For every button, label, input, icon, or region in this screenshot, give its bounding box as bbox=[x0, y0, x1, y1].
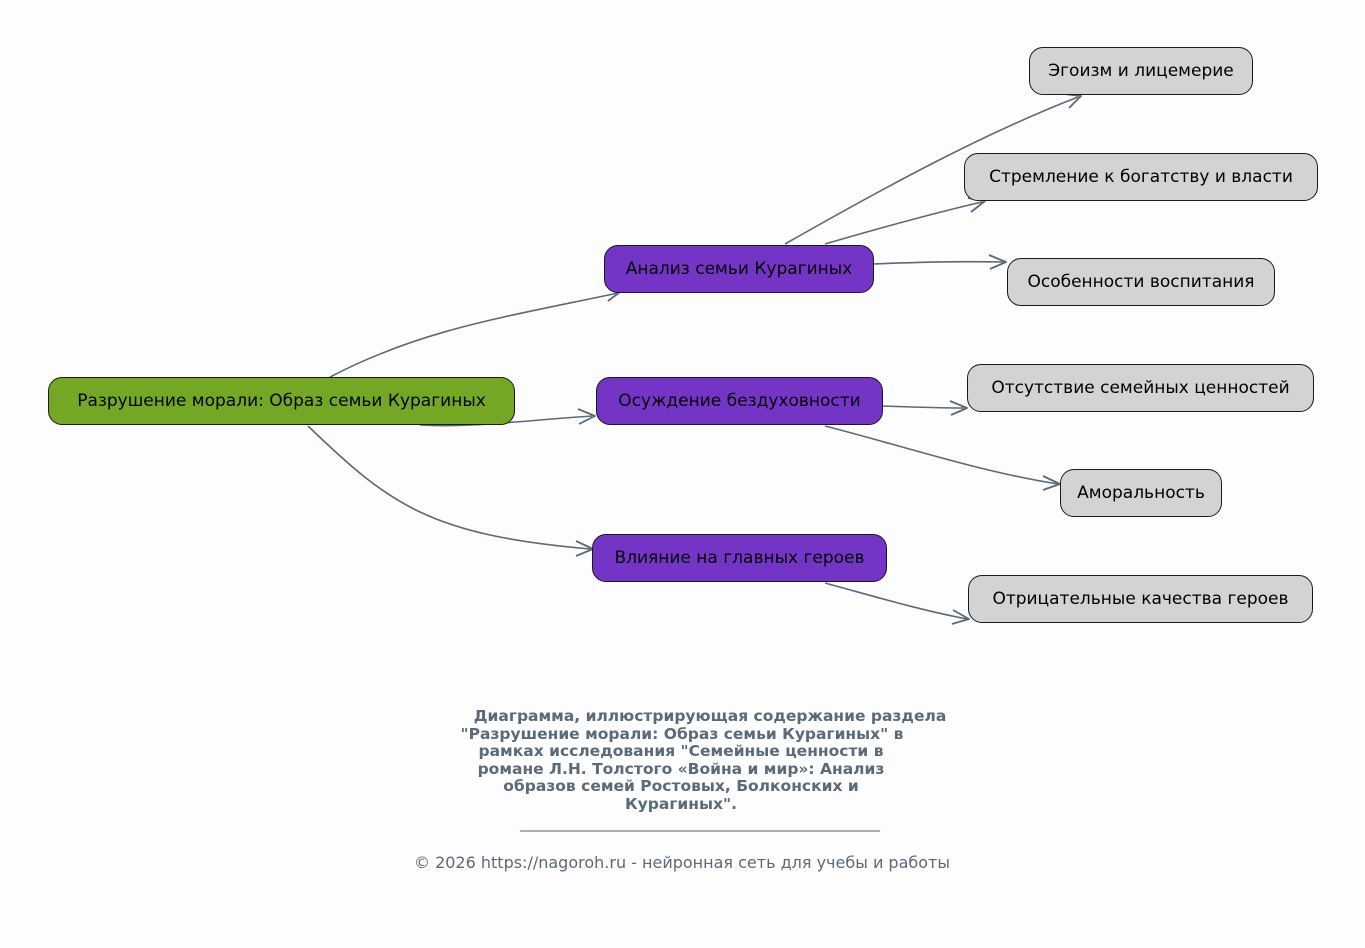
leaf-node-amorality[interactable]: Аморальность bbox=[1060, 469, 1222, 517]
edge-analysis-to-upbringing bbox=[872, 260, 1005, 265]
leaf-node-upbringing[interactable]: Особенности воспитания bbox=[1007, 258, 1275, 306]
leaf-node-label: Аморальность bbox=[1077, 483, 1205, 503]
leaf-node-negative-traits[interactable]: Отрицательные качества героев bbox=[968, 575, 1313, 623]
caption-divider: ________________________________________… bbox=[400, 814, 1000, 832]
caption-line: Диаграмма, иллюстрирующая содержание раз… bbox=[473, 707, 947, 725]
branch-node-influence[interactable]: Влияние на главных героев bbox=[592, 534, 887, 582]
branch-node-label: Анализ семьи Курагиных bbox=[625, 259, 853, 279]
arrowhead-negative bbox=[951, 609, 970, 625]
caption-line: романе Л.Н. Толстого «Война и мир»: Анал… bbox=[477, 759, 885, 778]
edge-analysis-to-wealth bbox=[824, 201, 983, 245]
leaf-node-egoism[interactable]: Эгоизм и лицемерие bbox=[1029, 47, 1253, 95]
footer-credit: © 2026 https://nagoroh.ru - нейронная се… bbox=[0, 853, 1365, 872]
edge-condemnation-to-amorality bbox=[824, 425, 1059, 485]
branch-node-label: Влияние на главных героев bbox=[614, 548, 865, 568]
edge-influence-to-negative bbox=[824, 582, 968, 620]
caption-line: образов семей Ростовых, Болконских и bbox=[503, 777, 859, 795]
leaf-node-label: Отсутствие семейных ценностей bbox=[991, 378, 1290, 398]
edge-root-to-analysis bbox=[329, 292, 619, 378]
caption-line: рамках исследования "Семейные ценности в bbox=[478, 742, 884, 760]
edge-root-to-influence bbox=[307, 425, 591, 550]
leaf-node-label: Эгоизм и лицемерие bbox=[1048, 61, 1234, 81]
footer-text: © 2026 https://nagoroh.ru - нейронная се… bbox=[413, 853, 950, 872]
diagram-caption: Диаграмма, иллюстрирующая содержание раз… bbox=[380, 707, 1020, 813]
leaf-node-wealth[interactable]: Стремление к богатству и власти bbox=[964, 153, 1318, 201]
edge-condemnation-to-values bbox=[881, 405, 965, 409]
branch-node-condemnation[interactable]: Осуждение бездуховности bbox=[596, 377, 883, 425]
caption-line: "Разрушение морали: Образ семьи Курагины… bbox=[460, 724, 904, 743]
leaf-node-family-values[interactable]: Отсутствие семейных ценностей bbox=[967, 364, 1314, 412]
root-node-label: Разрушение морали: Образ семьи Курагиных bbox=[77, 391, 486, 411]
leaf-node-label: Стремление к богатству и власти bbox=[989, 167, 1293, 187]
arrowhead-condemnation bbox=[577, 408, 596, 425]
leaf-node-label: Отрицательные качества героев bbox=[992, 589, 1289, 609]
branch-node-label: Осуждение бездуховности bbox=[618, 391, 861, 411]
caption-line: Курагиных". bbox=[625, 794, 737, 813]
leaf-node-label: Особенности воспитания bbox=[1027, 272, 1255, 292]
branch-node-analysis[interactable]: Анализ семьи Курагиных bbox=[604, 245, 874, 293]
caption-divider-text: ________________________________________… bbox=[520, 814, 880, 832]
root-node[interactable]: Разрушение морали: Образ семьи Курагиных bbox=[48, 377, 515, 425]
arrowhead-upbringing bbox=[988, 254, 1007, 270]
edge-analysis-to-egoism bbox=[784, 96, 1079, 245]
arrowhead-values bbox=[949, 400, 968, 416]
